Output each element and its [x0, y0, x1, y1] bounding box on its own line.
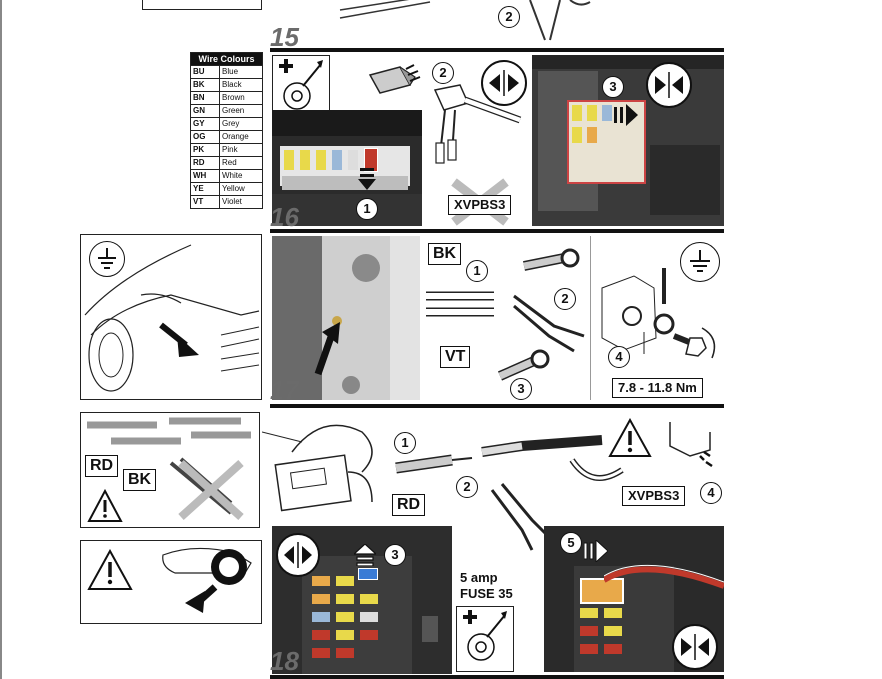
callout-3: 3 — [510, 378, 532, 400]
part-code-label: XVPBS3 — [622, 486, 686, 506]
wire-bundle-illustration — [87, 417, 251, 520]
earth-point-photo — [272, 236, 420, 400]
callout-4: 4 — [608, 346, 630, 368]
ignition-key-icon — [463, 610, 507, 661]
previous-step-illustration — [339, 0, 591, 41]
pull-up-arrow-icon — [352, 543, 378, 567]
down-arrow-icon — [358, 168, 376, 190]
section-divider — [270, 48, 724, 52]
callout-2: 2 — [498, 6, 520, 28]
callout-3: 3 — [602, 76, 624, 98]
previous-step-box — [142, 0, 262, 10]
table-title: Wire Colours — [190, 52, 263, 66]
remove-insert-icon — [276, 533, 320, 577]
steering-wheel-illustration — [162, 547, 252, 613]
step-number-18: 18 — [270, 646, 299, 676]
callout-1: 1 — [466, 260, 488, 282]
insert-arrow-icon — [614, 104, 638, 126]
connect-icon — [672, 624, 718, 670]
module-harness-illustration — [262, 424, 373, 512]
wire-label-bk: BK — [123, 469, 157, 491]
fuse-tap-illustration — [368, 64, 522, 164]
callout-1: 1 — [394, 432, 416, 454]
ignition-off-panel — [456, 606, 514, 672]
page-edge — [0, 0, 2, 679]
ring-terminal-crimp-illustration — [426, 248, 585, 381]
earth-bolt-illustration — [601, 268, 716, 359]
warning-icon — [87, 488, 123, 523]
remove-insert-icon — [481, 60, 527, 106]
earth-icon — [680, 242, 720, 282]
insert-arrow-icon — [583, 538, 609, 564]
warning-icon — [87, 548, 133, 591]
step17-divider — [590, 236, 591, 400]
callout-1: 1 — [356, 198, 378, 220]
fuse-tap-connector-illustration — [669, 422, 713, 468]
ignition-key-icon — [279, 59, 323, 110]
callout-3: 3 — [384, 544, 406, 566]
callout-2: 2 — [432, 62, 454, 84]
earth-icon — [89, 241, 125, 277]
wire-label-vt: VT — [440, 346, 471, 368]
steering-warning-panel — [80, 540, 262, 624]
wire-label-rd: RD — [392, 494, 426, 516]
fusebox-photo — [272, 110, 422, 226]
callout-2: 2 — [456, 476, 478, 498]
callout-5: 5 — [560, 532, 582, 554]
car-outline-illustration — [84, 244, 260, 392]
callout-2: 2 — [554, 288, 576, 310]
section-divider — [270, 404, 724, 408]
step-number-16: 16 — [270, 202, 299, 232]
wire-identification-panel: RD BK — [80, 412, 260, 528]
warning-icon — [608, 417, 652, 458]
section-divider — [270, 675, 724, 679]
connect-icon — [646, 62, 692, 108]
wire-label-rd: RD — [85, 455, 119, 477]
installed-fuse-tap-photo — [544, 526, 724, 672]
part-code-label: XVPBS3 — [448, 195, 512, 215]
wire-label-bk: BK — [428, 243, 462, 265]
cable-crimp-illustration — [395, 435, 624, 551]
car-earth-location-panel — [80, 234, 262, 400]
step-number-17: 17 — [270, 375, 299, 405]
fuse-position-line: FUSE 35 — [460, 586, 513, 601]
step-number-15: 15 — [270, 22, 299, 52]
fuse-rating-line: 5 amp — [460, 570, 498, 585]
section-divider — [270, 229, 724, 233]
torque-label: 7.8 - 11.8 Nm — [612, 378, 703, 398]
fusebox-install-photo — [532, 55, 724, 226]
callout-4: 4 — [700, 482, 722, 504]
